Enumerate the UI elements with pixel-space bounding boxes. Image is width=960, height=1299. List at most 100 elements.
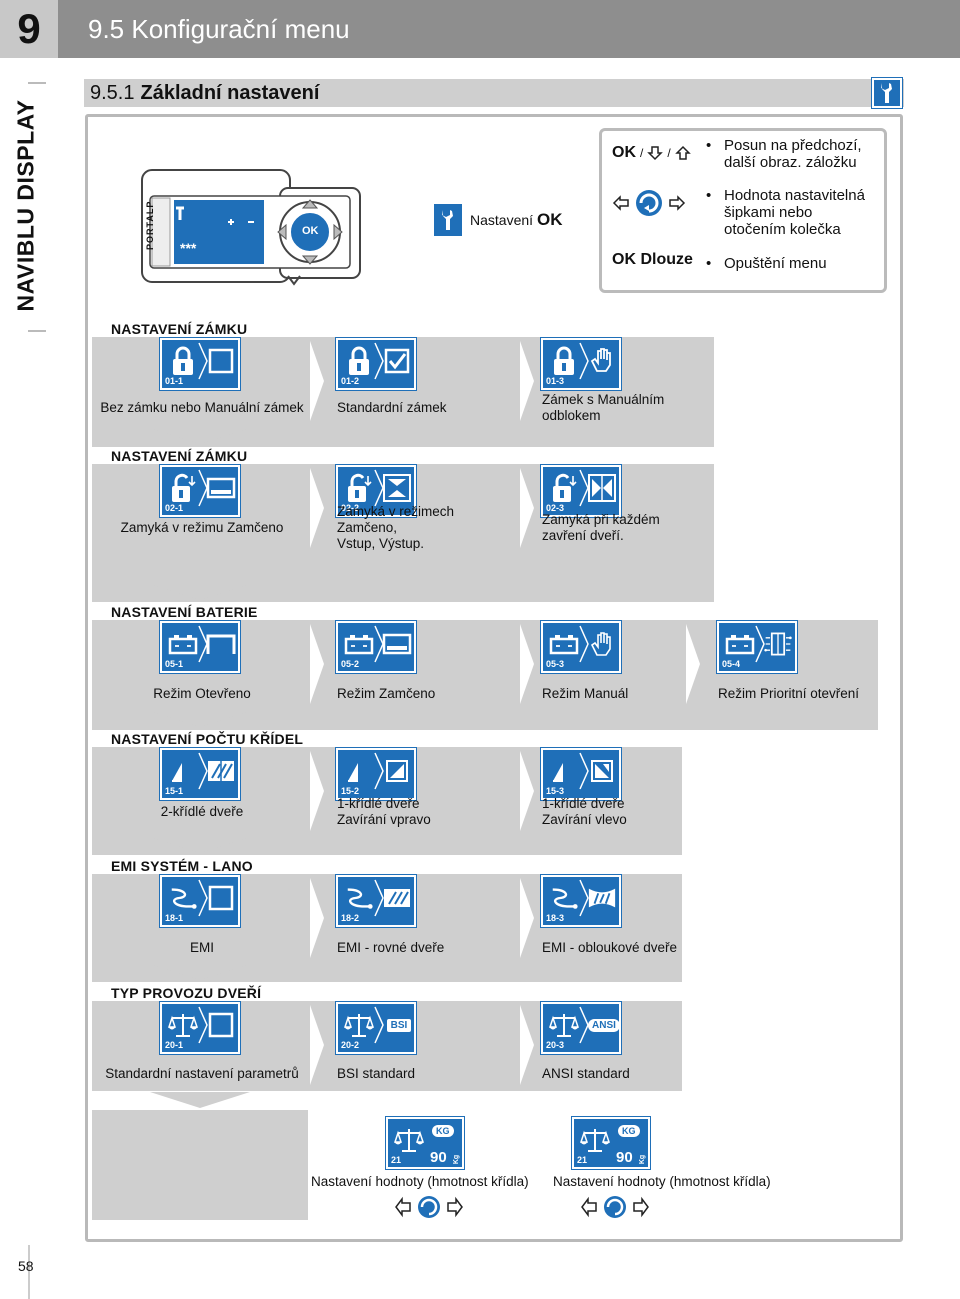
option-icon-tile[interactable]: 02-2 — [335, 464, 417, 518]
padlock-icon — [549, 346, 579, 376]
kg-badge: KG — [618, 1125, 640, 1137]
option-code: 20-2 — [341, 1040, 360, 1050]
caption-line: Bez zámku nebo Manuální zámek — [100, 400, 304, 415]
caption-line: Režim Zamčeno — [337, 686, 436, 701]
caption-line: Zavírání vlevo — [542, 812, 627, 827]
closed-door-icon — [382, 629, 412, 659]
option-icon-tile[interactable]: 15-2 — [335, 747, 417, 801]
section-title: Základní nastavení — [140, 81, 320, 104]
kg-badge: KG — [432, 1125, 454, 1137]
option-code: 18-2 — [341, 913, 360, 923]
chevron-right-icon — [310, 341, 324, 421]
caption-line: EMI - rovné dveře — [337, 940, 445, 955]
side-title: NAVIBLU DISPLAY — [12, 99, 39, 311]
empty-box-icon — [206, 346, 236, 376]
option-icon-tile[interactable]: 15-1 — [159, 747, 241, 801]
padlock-open-icon — [549, 473, 579, 503]
device-brand: PORTALP — [145, 200, 155, 250]
caption-line: BSI standard — [337, 1066, 416, 1081]
device-stars: *** — [180, 240, 197, 256]
side-divider — [28, 330, 46, 332]
option-code: 18-1 — [165, 913, 184, 923]
caption-line: zavření dveří. — [542, 528, 624, 543]
door-leaf-query-icon — [344, 756, 374, 786]
page-number-rule — [28, 1245, 30, 1299]
arrow-right-icon — [669, 195, 686, 211]
device-ok: OK — [302, 225, 319, 237]
option-icon-tile[interactable]: 15-3 — [540, 747, 622, 801]
option-icon-tile[interactable]: 05-3 — [540, 620, 622, 674]
option-code: 01-3 — [546, 376, 565, 386]
option-icon-tile[interactable]: 01-3 — [540, 337, 622, 391]
arrow-up-icon — [674, 145, 691, 160]
tile-divider — [374, 879, 384, 917]
closed-door-icon — [206, 473, 236, 503]
empty-box-icon — [206, 883, 236, 913]
tile-divider — [579, 625, 589, 663]
tile-divider — [374, 1006, 384, 1044]
option-icon-tile[interactable]: 18-3 — [540, 874, 622, 928]
legend-box: OK / / OK Dlouze • Posun na předchozí,da… — [599, 128, 887, 293]
arrow-down-icon — [647, 146, 664, 161]
tile-divider — [579, 752, 589, 790]
battery-icon — [344, 629, 374, 659]
option-code: 02-3 — [546, 503, 565, 513]
option-icon-tile[interactable]: 05-2 — [335, 620, 417, 674]
option-icon-tile[interactable]: 02-1 — [159, 464, 241, 518]
chevron-right-icon — [310, 468, 324, 548]
option-icon-tile[interactable]: 05-4 — [716, 620, 798, 674]
section-number: 9.5.1 — [90, 81, 135, 104]
legend-item: • Opuštění menu — [706, 255, 827, 272]
option-code: 05-3 — [546, 659, 565, 669]
content-frame — [85, 114, 903, 1242]
entry-exit-icon — [382, 473, 412, 503]
option-icon-tile[interactable]: 18-2 — [335, 874, 417, 928]
scales-icon — [549, 1010, 579, 1040]
scales-icon — [344, 1010, 374, 1040]
option-icon-tile[interactable]: 02-3 — [540, 464, 622, 518]
option-caption: EMI - rovné dveře — [337, 940, 557, 956]
cable-icon — [549, 883, 579, 913]
option-caption: Režim Otevřeno — [92, 686, 312, 702]
option-icon-tile[interactable]: 05-1 — [159, 620, 241, 674]
option-caption: Režim Zamčeno — [337, 686, 557, 702]
option-icon-tile[interactable]: 18-1 — [159, 874, 241, 928]
option-code: 15-3 — [546, 786, 565, 796]
chevron-right-icon — [310, 624, 324, 704]
caption-line: 2-křídlé dveře — [160, 804, 244, 819]
down-arrow-icon — [150, 711, 250, 727]
legend-key-rotate — [612, 188, 686, 218]
checkbox-checked-icon — [382, 346, 412, 376]
down-arrow-icon — [150, 964, 250, 980]
chevron-right-icon — [520, 468, 534, 548]
display-device-illustration: PORTALP *** OK — [140, 168, 362, 286]
cable-icon — [344, 883, 374, 913]
chevron-right-icon — [686, 624, 700, 704]
chevron-right-icon — [520, 624, 534, 704]
down-arrow-icon — [150, 428, 250, 444]
option-icon-tile[interactable]: 01-2 — [335, 337, 417, 391]
two-leaf-door-icon — [206, 756, 236, 786]
page-number: 58 — [18, 1258, 34, 1274]
option-code: 20-1 — [165, 1040, 184, 1050]
caption-line: odblokem — [542, 408, 601, 423]
weight-code: 21 — [391, 1155, 402, 1165]
weight-value: 90 — [616, 1149, 633, 1166]
legend-item: • Posun na předchozí,další obraz. záložk… — [706, 137, 862, 171]
chevron-right-icon — [520, 878, 534, 958]
option-icon-tile[interactable]: 20-1 — [159, 1001, 241, 1055]
option-code: 05-1 — [165, 659, 184, 669]
row-title: NASTAVENÍ ZÁMKU — [111, 448, 248, 464]
side-divider — [28, 82, 46, 84]
option-icon-tile[interactable]: 01-1 — [159, 337, 241, 391]
legend-key-long-ok: OK Dlouze — [612, 251, 693, 268]
